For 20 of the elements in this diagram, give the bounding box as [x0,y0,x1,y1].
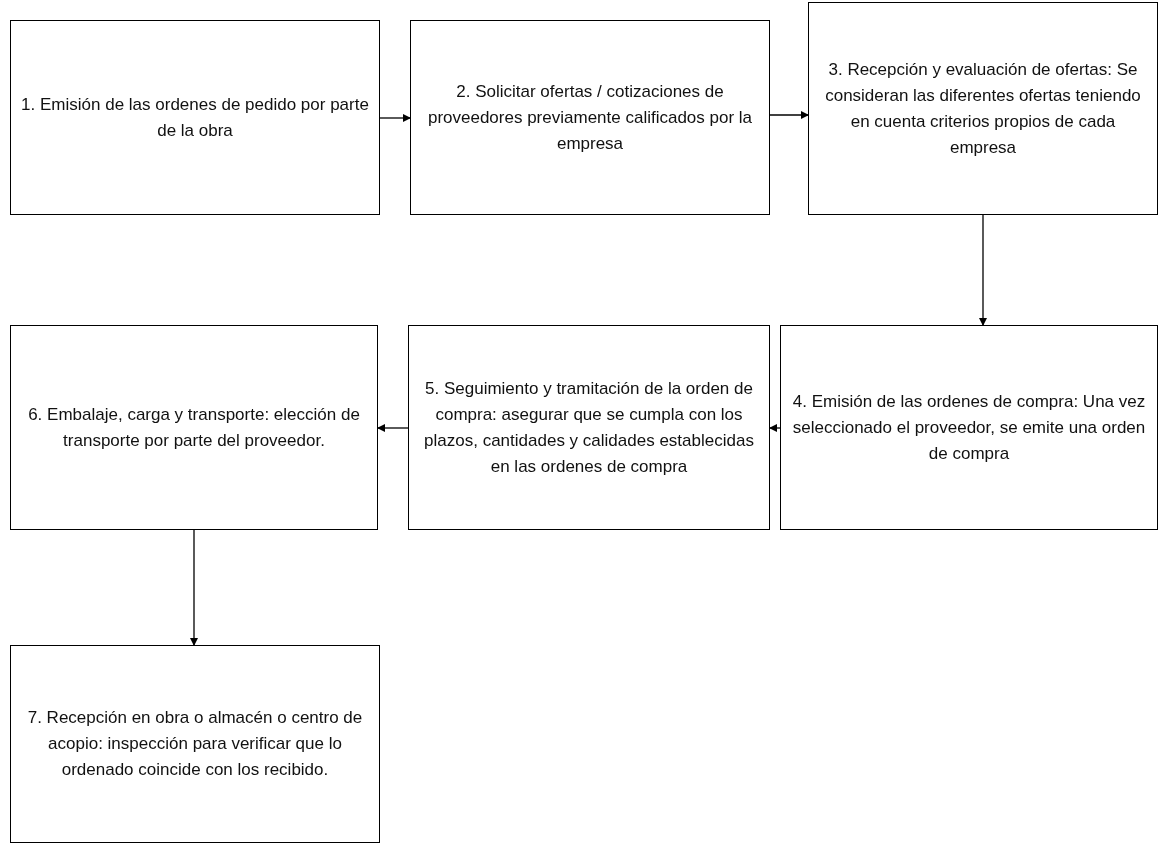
process-box [10,325,378,530]
arrow [190,529,198,646]
process-box [10,20,380,215]
step-text: 1. Emisión de las ordenes de pedido por parte de la obra [20,93,370,142]
arrow [379,114,411,122]
process-box [808,2,1158,215]
step-text: 6. Embalaje, carga y transporte: elección de transporte por parte del proveedor. [27,403,361,452]
step-text: 3. Recepción y evaluación de ofertas: Se consideran las diferentes ofertas teniendo en cuenta criterios propios de cada empresa [824,58,1142,159]
process-box [410,20,770,215]
step-text: 5. Seguimiento y tramitación de la orden de compra: asegurar que se cumpla con los plazos, cantidades y calidades establecidas en las ordenes de compra [423,377,755,478]
arrow [377,424,409,432]
arrow [769,111,809,119]
arrow [979,214,987,326]
step-text: 4. Emisión de las ordenes de compra: Una vez seleccionado el proveedor, se emite una orden de compra [791,390,1147,465]
step-text: 2. Solicitar ofertas / cotizaciones de proveedores previamente calificados por la empresa [426,80,754,155]
arrow [769,424,781,432]
process-box [780,325,1158,530]
step-text: 7. Recepción en obra o almacén o centro de acopio: inspección para verificar que lo ordenado coincide con los recibido. [26,707,364,781]
process-box [408,325,770,530]
process-box [10,645,380,843]
